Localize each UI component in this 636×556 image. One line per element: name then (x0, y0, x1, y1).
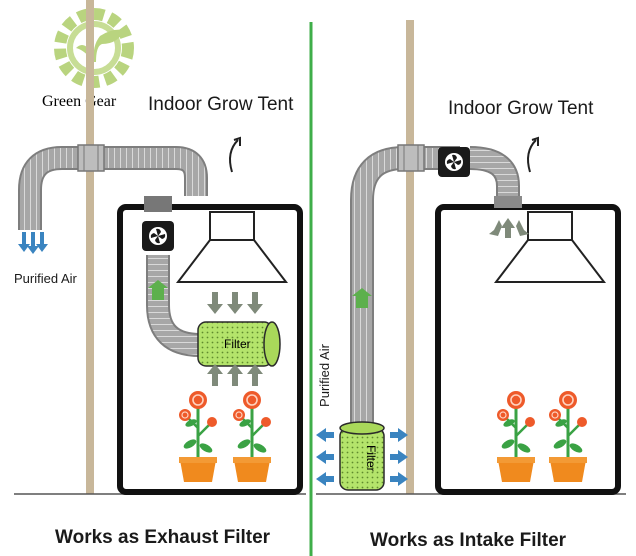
right-inflow-arrows-icon (489, 218, 529, 238)
right-grow-light (493, 211, 607, 283)
left-fan-icon (142, 221, 174, 251)
left-grow-light (175, 211, 289, 283)
left-curved-arrow-icon (229, 139, 239, 173)
left-filter-label: Filter (224, 337, 251, 351)
left-panel: Filter (18, 136, 303, 495)
right-pole (406, 20, 414, 494)
right-fan-icon (438, 147, 470, 177)
left-purified-air-arrows-icon (18, 232, 48, 254)
right-airflow-arrow-icon (352, 288, 372, 308)
right-intake-arrows-icon (316, 428, 408, 486)
left-caption: Works as Exhaust Filter (55, 527, 271, 548)
left-carbon-filter: Filter (197, 321, 281, 367)
left-purified-air-label: Purified Air (14, 271, 77, 286)
left-intake-arrows-bottom-icon (207, 364, 263, 386)
right-caption: Works as Intake Filter (370, 530, 567, 551)
left-pole (86, 0, 94, 494)
right-panel: Filter (316, 136, 621, 495)
right-carbon-filter: Filter (339, 421, 385, 491)
right-duct-clamp (397, 144, 425, 172)
right-tent-title: Indoor Grow Tent (448, 98, 594, 119)
right-purified-air-label: Purified Air (316, 344, 332, 407)
right-curved-arrow-icon (527, 139, 537, 173)
right-filter-label: Filter (364, 445, 378, 472)
left-tent-title: Indoor Grow Tent (148, 94, 294, 115)
left-airflow-arrow-icon (148, 280, 168, 300)
logo-text: Green Gear (42, 93, 117, 110)
left-intake-arrows-top-icon (207, 292, 263, 314)
green-gear-logo: Green Gear (42, 8, 134, 110)
left-duct-clamp (77, 144, 105, 172)
